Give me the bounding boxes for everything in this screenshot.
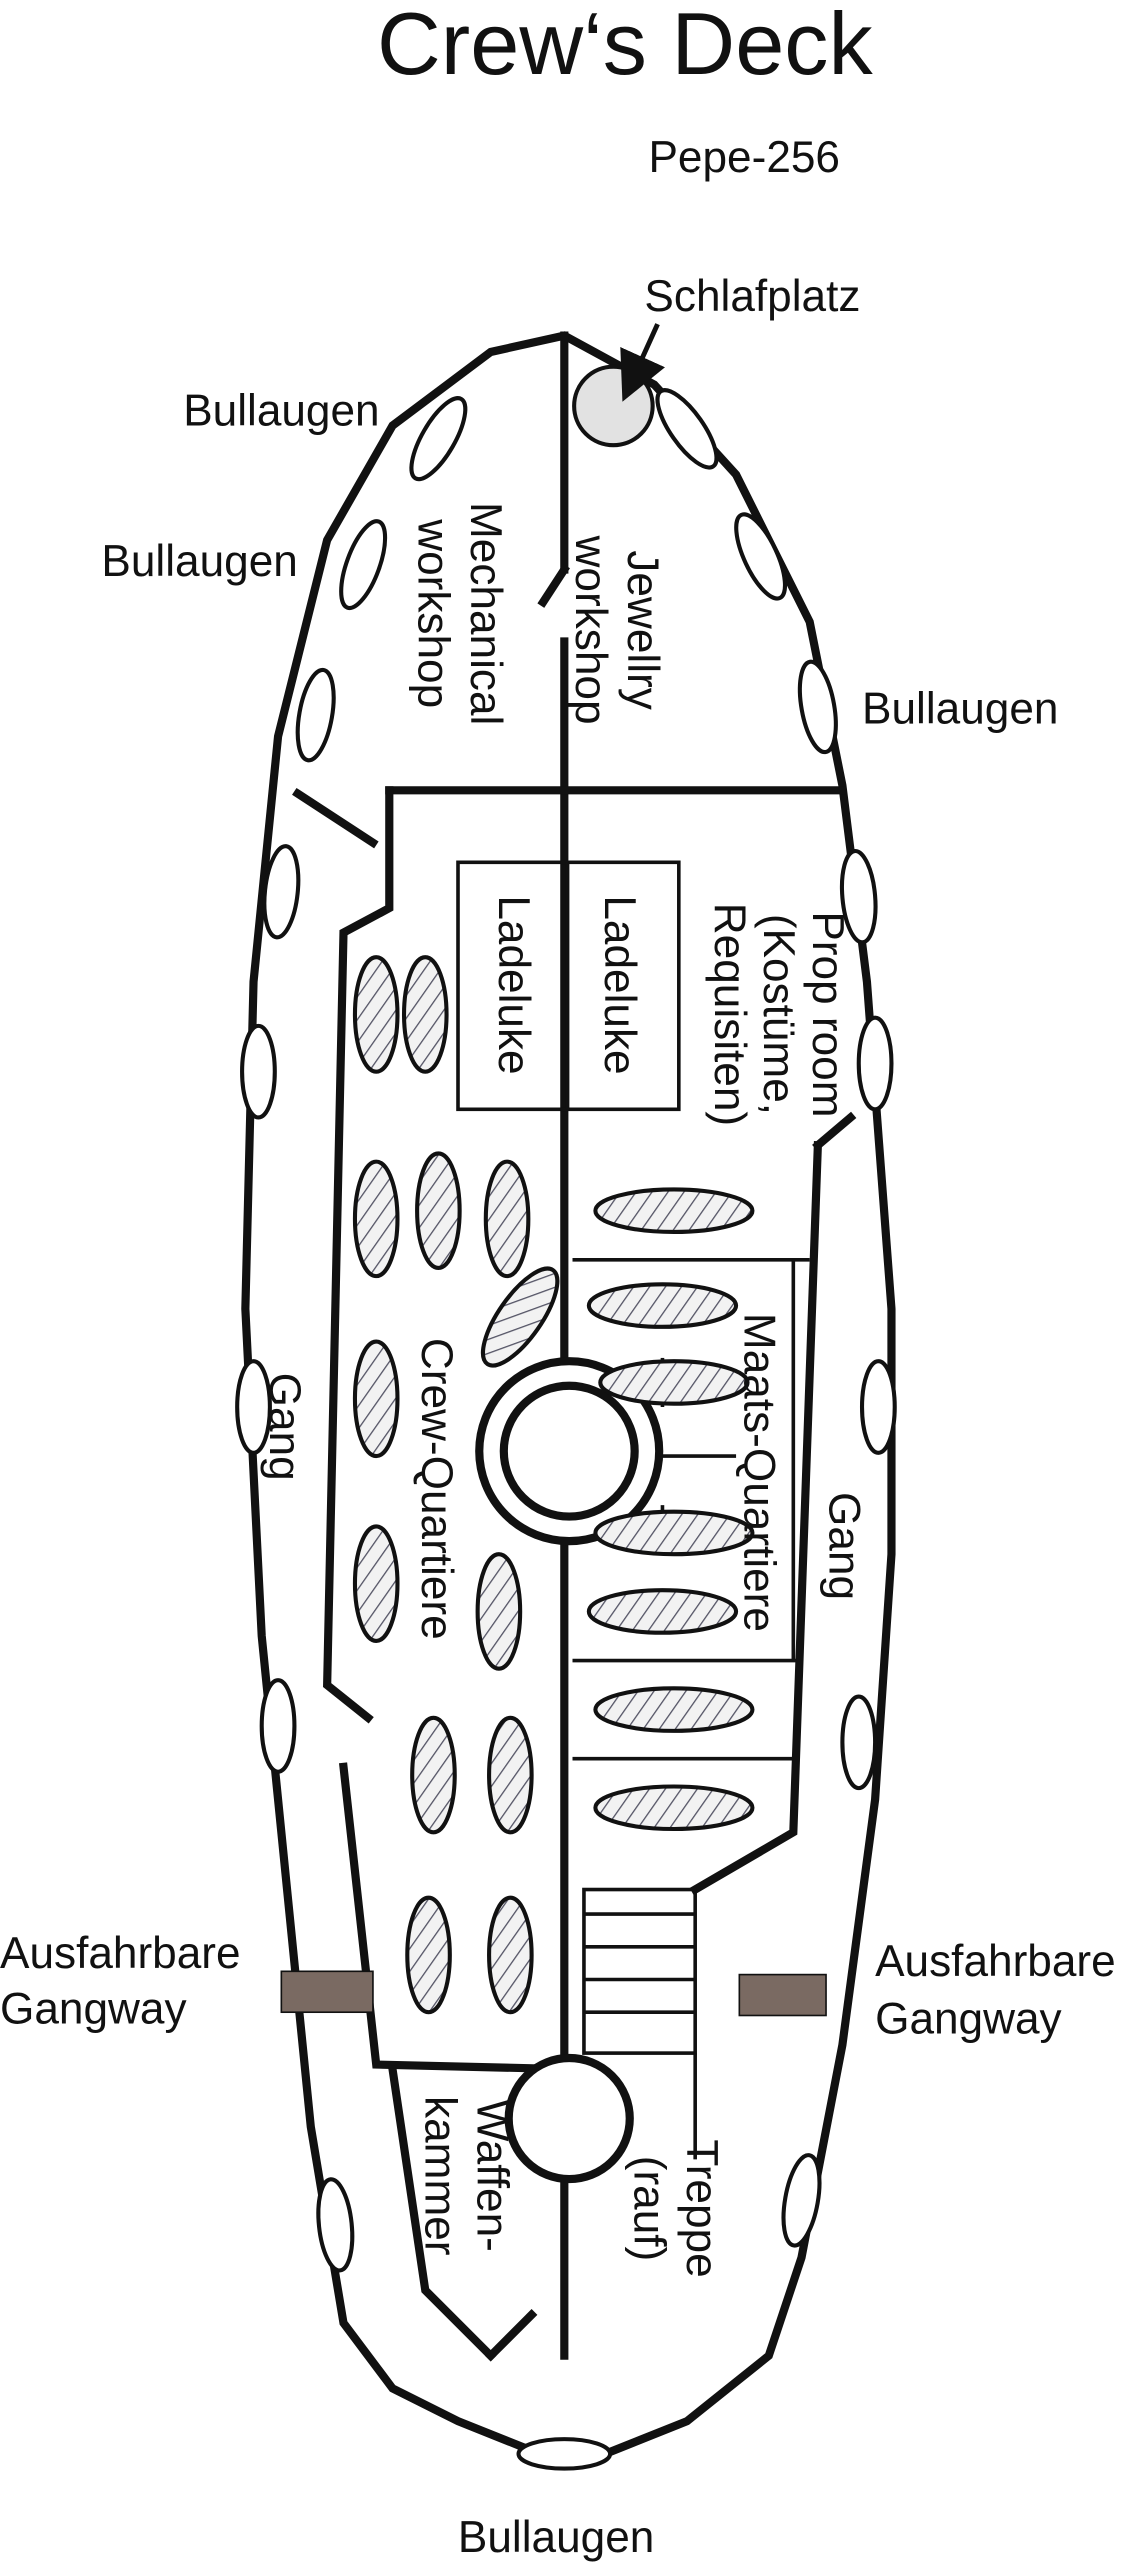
prop-room-label-2: (Kostüme, bbox=[754, 914, 803, 1115]
waffenkammer-label: Waffen- bbox=[468, 2100, 517, 2252]
treppe-label: Treppe bbox=[677, 2139, 726, 2277]
gangway-label-right: Ausfahrbare bbox=[875, 1937, 1116, 1986]
mechanical-workshop-label-2: workshop bbox=[409, 518, 458, 708]
prop-room-label-3: Requisiten) bbox=[705, 903, 754, 1126]
portholes bbox=[235, 388, 897, 2471]
gangway-label-left-2: Gangway bbox=[0, 1985, 187, 2034]
gangway-left bbox=[280, 1970, 374, 2014]
gang-label-left: Gang bbox=[260, 1373, 309, 1481]
pepe-label: Pepe-256 bbox=[648, 133, 840, 182]
bullaugen-label-2: Bullaugen bbox=[101, 537, 297, 586]
crew-bunks bbox=[352, 955, 560, 2015]
jewellry-workshop-label: Jewellry bbox=[618, 550, 667, 709]
internal-walls bbox=[292, 331, 857, 2362]
ladeluke-label-1: Ladeluke bbox=[489, 895, 538, 1074]
treppe-label-2: (rauf) bbox=[625, 2156, 674, 2262]
waffenkammer-label-2: kammer bbox=[415, 2096, 464, 2255]
pepe-arrow bbox=[620, 323, 666, 402]
ladeluke-label-2: Ladeluke bbox=[595, 895, 644, 1074]
mechanical-workshop-label: Mechanical bbox=[461, 502, 510, 725]
diagram-title: Crew‘s Deck bbox=[377, 0, 873, 93]
pepe-bed bbox=[572, 364, 655, 448]
bullaugen-label-3: Bullaugen bbox=[862, 684, 1058, 733]
bullaugen-label-1: Bullaugen bbox=[183, 387, 379, 436]
maats-quartiere-label: Maats-Quartiere bbox=[734, 1313, 783, 1632]
hatch-circle bbox=[504, 2053, 634, 2184]
gangway-right bbox=[738, 1973, 827, 2017]
gangway-label-left: Ausfahrbare bbox=[0, 1929, 241, 1978]
mast-inner bbox=[499, 1381, 639, 1521]
maats-bunks bbox=[586, 1187, 755, 1832]
prop-room-label: Prop room bbox=[803, 911, 852, 1117]
pepe-label-2: Schlafplatz bbox=[644, 272, 860, 321]
jewellry-workshop-label-2: workshop bbox=[566, 535, 615, 725]
gangway-label-right-2: Gangway bbox=[875, 1994, 1062, 2043]
gang-label-right: Gang bbox=[819, 1492, 868, 1600]
crew-quartiere-label: Crew-Quartiere bbox=[412, 1338, 461, 1640]
bullaugen-label-4: Bullaugen bbox=[458, 2513, 654, 2562]
stairs bbox=[582, 1887, 697, 2160]
